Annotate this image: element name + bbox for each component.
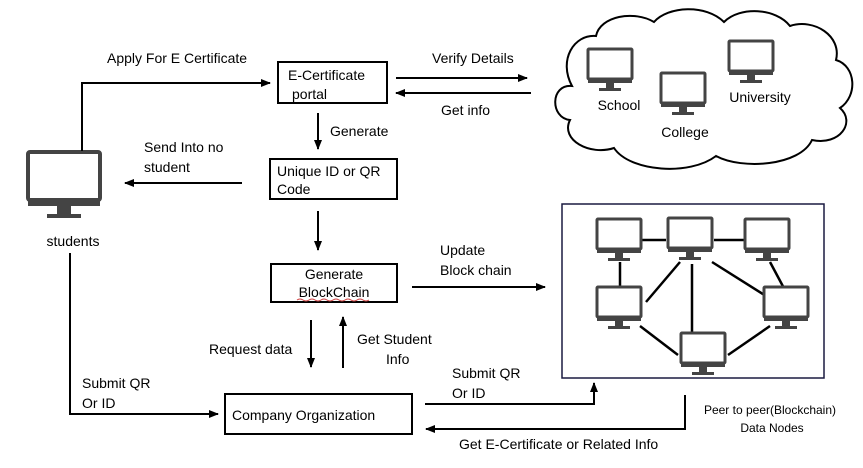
spellcheck-underline bbox=[296, 298, 370, 302]
submit-qr-left-line1: Submit QR bbox=[82, 375, 150, 391]
company-label: Company Organization bbox=[232, 407, 375, 423]
send-info-label-line1: Send Into no bbox=[144, 139, 224, 155]
school-label: School bbox=[598, 97, 641, 113]
unique-id-label-line2: Code bbox=[277, 181, 311, 197]
student-computer-icon bbox=[26, 150, 102, 220]
blockchain-box-line1: Generate bbox=[305, 266, 364, 282]
institutions-cloud: School College University bbox=[554, 8, 854, 170]
university-label: University bbox=[729, 89, 790, 105]
get-student-info-label-line1: Get Student bbox=[357, 331, 432, 347]
submit-qr-right-line1: Submit QR bbox=[452, 365, 520, 381]
get-student-info-label-line2: Info bbox=[386, 351, 410, 367]
apply-arrow bbox=[81, 79, 271, 151]
generate-label: Generate bbox=[330, 123, 389, 139]
unique-id-box: Unique ID or QR Code bbox=[269, 158, 398, 200]
generate-blockchain-box: Generate BlockChain bbox=[270, 263, 398, 303]
submit-qr-left-arrow bbox=[69, 253, 219, 418]
submit-qr-left-line2: Or ID bbox=[82, 395, 115, 411]
connectors bbox=[69, 74, 686, 433]
submit-qr-right-arrow bbox=[425, 382, 598, 405]
verify-label: Verify Details bbox=[432, 50, 514, 66]
company-organization-box: Company Organization bbox=[224, 393, 413, 435]
blockchain-network bbox=[561, 203, 825, 379]
network-links bbox=[618, 238, 788, 357]
ecertificate-portal-box: E-Certificate portal bbox=[277, 61, 388, 104]
peer-nodes-label-line2: Data Nodes bbox=[740, 421, 803, 435]
students-label: students bbox=[47, 233, 100, 249]
update-label-line2: Block chain bbox=[440, 262, 512, 278]
unique-id-label-line1: Unique ID or QR bbox=[277, 163, 380, 179]
get-info-label: Get info bbox=[441, 102, 490, 118]
request-data-label: Request data bbox=[209, 341, 292, 357]
get-certificate-arrow bbox=[425, 395, 686, 433]
college-label: College bbox=[661, 124, 709, 140]
blockchain-box-line2: BlockChain bbox=[299, 284, 370, 300]
send-info-label-line2: student bbox=[144, 159, 190, 175]
peer-nodes-label-line1: Peer to peer(Blockchain) bbox=[704, 403, 836, 417]
portal-label-line1: E-Certificate bbox=[288, 67, 365, 83]
portal-label-line2: portal bbox=[292, 86, 327, 102]
get-certificate-label: Get E-Certificate or Related Info bbox=[459, 436, 658, 452]
update-label-line1: Update bbox=[440, 242, 485, 258]
apply-label: Apply For E Certificate bbox=[107, 50, 247, 66]
submit-qr-right-line2: Or ID bbox=[452, 385, 485, 401]
